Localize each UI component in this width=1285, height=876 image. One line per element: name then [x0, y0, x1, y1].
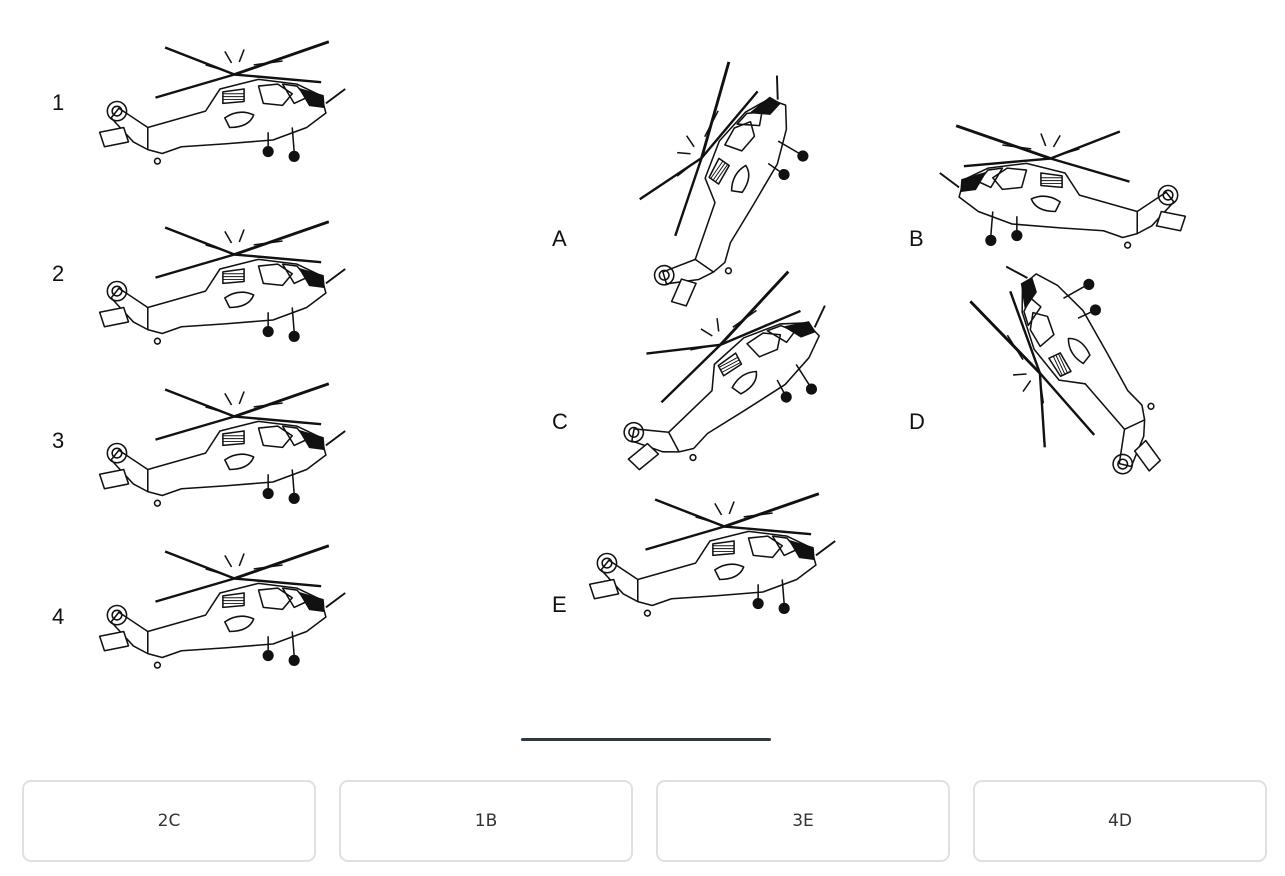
- option-button-2c[interactable]: 2C: [22, 780, 316, 862]
- helicopter-image-c: [584, 262, 862, 489]
- helicopter-image-3: [98, 382, 347, 508]
- option-button-4d[interactable]: 4D: [973, 780, 1267, 862]
- candidate-label-e: E: [552, 592, 567, 617]
- candidate-label-d: D: [909, 409, 925, 434]
- helicopter-image-b: [938, 124, 1187, 250]
- helicopter-image-4: [98, 544, 347, 670]
- option-button-3e[interactable]: 3E: [656, 780, 950, 862]
- helicopter-image-e: [588, 492, 837, 618]
- helicopter-image-2: [98, 220, 347, 346]
- reference-label-4: 4: [52, 604, 65, 629]
- candidate-label-a: A: [552, 226, 567, 251]
- reference-label-1: 1: [52, 90, 65, 115]
- option-button-1b[interactable]: 1B: [339, 780, 633, 862]
- reference-label-3: 3: [52, 428, 65, 453]
- divider: [521, 738, 771, 741]
- helicopter-image-1: [98, 40, 347, 166]
- reference-label-2: 2: [52, 261, 65, 286]
- candidate-label-b: B: [909, 226, 924, 251]
- helicopter-image-d: [961, 233, 1180, 511]
- candidate-label-c: C: [552, 409, 568, 434]
